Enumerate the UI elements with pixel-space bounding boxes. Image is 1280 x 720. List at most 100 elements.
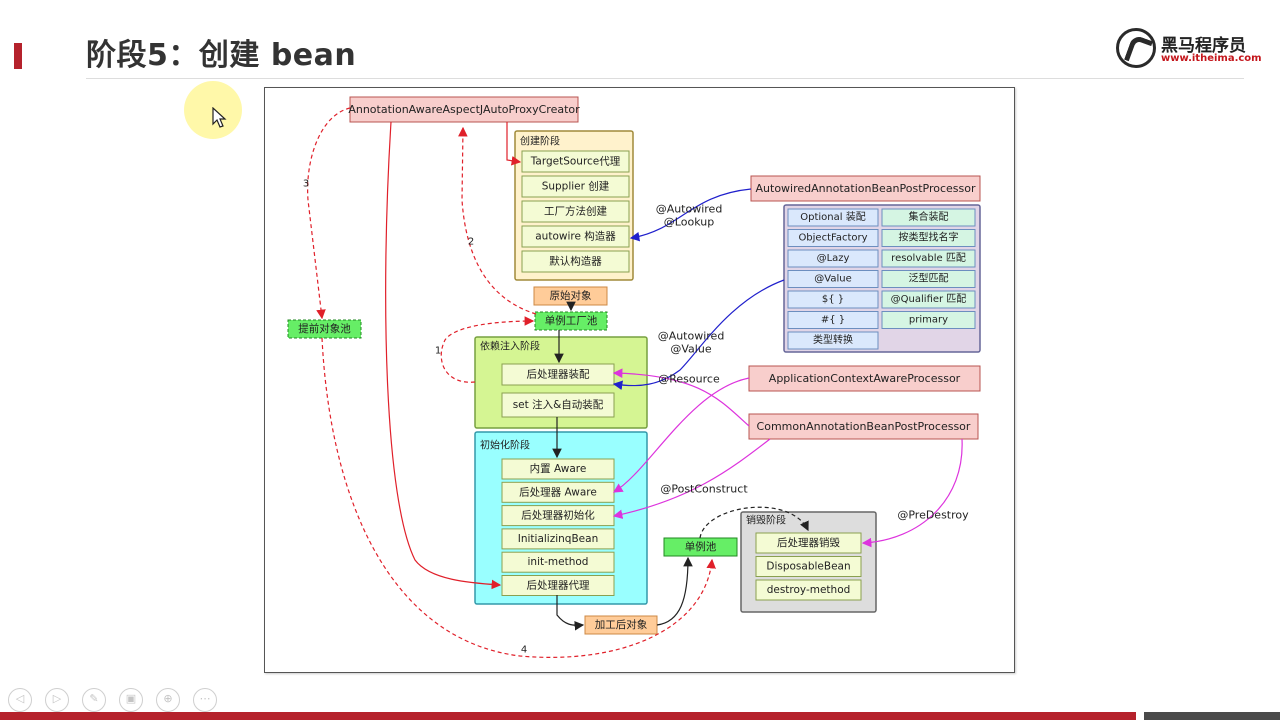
next-slide-icon[interactable]: ▷ [45, 688, 69, 712]
create-stage-item-2 [521, 200, 630, 223]
init-stage-item-5 [501, 575, 615, 596]
autowired-processor-node [750, 175, 981, 202]
inject-stage-item-1 [501, 392, 615, 418]
destroy-stage-item-0 [755, 532, 862, 554]
autowire-grid-cell-2-1-label: resolvable 匹配 [891, 252, 966, 264]
init-stage-item-1-label: 后处理器 Aware [519, 486, 597, 498]
more-icon[interactable]: ⋯ [193, 688, 217, 712]
title-divider [86, 78, 1244, 79]
destroy-stage-item-0-label: 后处理器销毁 [777, 536, 840, 549]
init-stage-item-4 [501, 551, 615, 573]
singleton-pool-node-label: 单例池 [685, 540, 717, 553]
destroy-stage-label: 销毁阶段 [746, 514, 786, 527]
processed-object-node-label: 加工后对象 [595, 618, 648, 631]
edge-processed-to-singleton [656, 556, 693, 626]
label-number-2: 2 [468, 237, 474, 248]
label-number-4: 4 [521, 645, 527, 656]
edge-post-construct-to-init [612, 438, 771, 519]
edge-4-early-pool-to-singleton [321, 337, 716, 658]
autowire-grid-cell-3-0-label: @Value [814, 274, 851, 285]
prev-slide-icon[interactable]: ◁ [8, 688, 32, 712]
singleton-factory-pool-node-label: 单例工厂池 [545, 314, 598, 327]
autowire-grid-cell-2-0-label: @Lazy [817, 253, 850, 264]
init-stage-item-0-label: 内置 Aware [530, 462, 587, 475]
label-autowired-lookup-1: @Autowired [656, 203, 723, 216]
label-autowired-value-1: @Autowired [658, 330, 725, 343]
autowire-grid-cell-1-0-label: ObjectFactory [798, 233, 867, 244]
edge-aware-to-processor-aware [612, 377, 750, 493]
create-stage-item-2-label: 工厂方法创建 [544, 205, 607, 218]
raw-object-node-label: 原始对象 [550, 289, 592, 302]
autowire-grid-cell-4-1-label: @Qualifier 匹配 [891, 293, 967, 305]
create-stage-item-1 [521, 175, 630, 198]
edge-common-resource-to-inject [612, 368, 750, 427]
destroy-stage-item-2 [755, 579, 862, 601]
autowire-grid-cell-3-0 [787, 270, 879, 288]
common-processor-node-label: CommonAnnotationBeanPostProcessor [757, 420, 971, 433]
autowire-grid-cell-6-0-label: 类型转换 [813, 333, 853, 346]
logo-name: 黑马程序员 [1161, 36, 1246, 56]
edge-autowired-value-to-processor [612, 279, 785, 391]
autowire-grid-cell-3-1-label: 泛型匹配 [909, 272, 949, 285]
label-pre-destroy: @PreDestroy [897, 509, 969, 522]
label-resource: @Resource [658, 373, 720, 386]
label-autowired-lookup-2: @Lookup [664, 216, 714, 229]
brand-logo: 黑马程序员 www.itheima.com [1116, 28, 1262, 70]
slide-marker [14, 43, 22, 69]
create-stage-item-4 [521, 250, 630, 273]
footer-bar-dark [1144, 712, 1280, 720]
inject-stage-label: 依赖注入阶段 [480, 340, 540, 353]
edge-init-to-processed [556, 595, 585, 631]
edge-autowired-lookup-to-constructor [629, 188, 752, 242]
logo-url: www.itheima.com [1161, 53, 1262, 64]
horse-logo-icon [1116, 28, 1156, 68]
autowire-grid-cell-4-0 [787, 290, 879, 309]
label-number-1: 1 [435, 346, 441, 357]
init-stage-item-5-label: 后处理器代理 [527, 580, 590, 592]
edge-3-creator-to-early-pool [307, 107, 351, 320]
init-stage-item-0 [501, 458, 615, 480]
autowire-grid-cell-0-1-label: 集合装配 [909, 210, 949, 223]
create-stage-item-0 [521, 150, 630, 173]
pen-icon[interactable]: ✎ [82, 688, 106, 712]
edge-pre-destroy-to-destroy [861, 438, 963, 548]
label-autowired-value-2: @Value [670, 343, 711, 356]
inject-stage-item-0-label: 后处理器装配 [527, 368, 590, 381]
edge-1-inject-to-factory-pool [440, 316, 535, 383]
autowire-grid-cell-5-0 [787, 311, 879, 329]
autowire-grid-cell-5-1-label: primary [909, 315, 948, 326]
mouse-pointer-icon [212, 107, 227, 128]
edge-creator-to-init-proxy [385, 121, 502, 590]
footer-bar [0, 712, 1136, 720]
destroy-stage-item-1-label: DisposableBean [766, 561, 850, 573]
autowired-processor-node-label: AutowiredAnnotationBeanPostProcessor [756, 182, 976, 195]
init-stage-item-4-label: init-method [528, 556, 589, 568]
create-stage-item-3 [521, 225, 630, 248]
common-processor-node [748, 413, 979, 440]
early-object-pool-node [287, 319, 362, 339]
slides-grid-icon[interactable]: ▣ [119, 688, 143, 712]
autowire-grid-cell-2-0 [787, 249, 879, 268]
init-stage-item-3-label: InitializinqBean [518, 533, 598, 545]
early-object-pool-node-label: 提前对象池 [298, 322, 351, 335]
autowire-grid-cell-1-1-label: 按类型找名字 [899, 231, 959, 244]
autowire-grid-cell-0-0 [787, 208, 879, 227]
zoom-icon[interactable]: ⊕ [156, 688, 180, 712]
edge-singleton-to-destroy [699, 506, 809, 539]
autowire-grid-cell-4-1 [881, 290, 976, 309]
aspectj-creator-node [349, 96, 579, 123]
create-stage-item-3-label: autowire 构造器 [535, 230, 616, 243]
autowire-grid-cell-0-0-label: Optional 装配 [800, 210, 865, 223]
create-stage-item-4-label: 默认构造器 [549, 255, 602, 268]
autowire-grid-cell-1-1 [881, 229, 976, 247]
autowire-grid-cell-4-0-label: ${ } [822, 294, 844, 305]
edge-2-factory-pool-to-creator [458, 126, 537, 315]
destroy-stage-item-2-label: destroy-method [767, 584, 851, 596]
create-stage-item-1-label: Supplier 创建 [542, 180, 610, 193]
init-stage-item-2-label: 后处理器初始化 [521, 509, 595, 522]
label-number-3: 3 [303, 179, 309, 190]
label-post-construct: @PostConstruct [660, 483, 748, 496]
autowire-grid-cell-1-0 [787, 229, 879, 247]
destroy-stage-item-1 [755, 556, 862, 577]
